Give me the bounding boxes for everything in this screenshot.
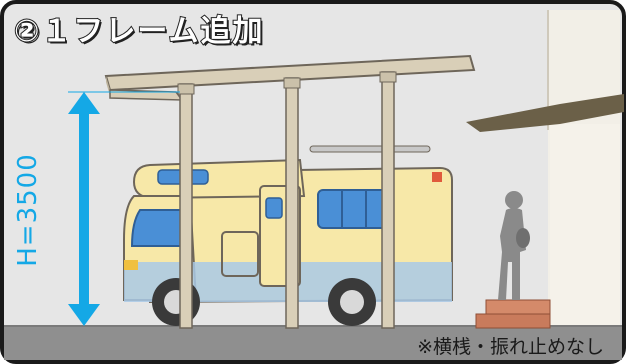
entrance-steps <box>475 299 551 329</box>
house-eave <box>466 94 624 132</box>
panel-title: ②１フレーム追加 <box>13 13 265 50</box>
ground <box>4 326 622 360</box>
person-silhouette <box>498 191 530 300</box>
note-text: ※横桟・振れ止めなし <box>417 336 604 358</box>
height-dimension-label: H=3500 <box>13 153 43 267</box>
dimension-arrow <box>68 91 180 326</box>
house-wall <box>547 10 620 326</box>
